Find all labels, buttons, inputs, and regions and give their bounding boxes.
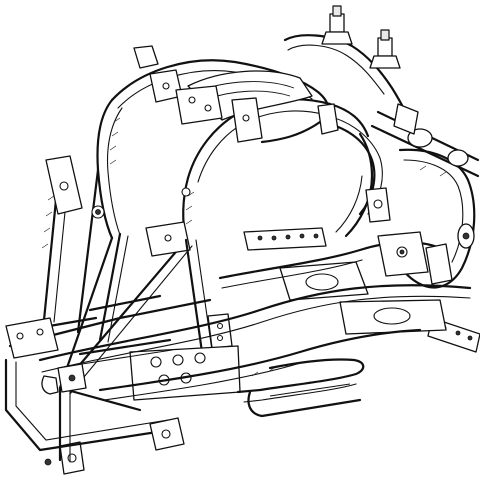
floor-pans <box>129 261 447 401</box>
top-cross-bar <box>370 103 480 178</box>
top-mount-posts <box>321 5 401 69</box>
rear-step-loop <box>236 358 365 418</box>
right-bracket-cluster <box>365 187 475 285</box>
front-bottom-frame <box>4 358 185 463</box>
tube-shading <box>41 117 447 377</box>
left-shock-bracket <box>45 155 191 257</box>
center-oval-frame <box>182 98 374 242</box>
front-lower-brackets <box>5 317 87 475</box>
left-upper-brackets <box>133 45 339 143</box>
